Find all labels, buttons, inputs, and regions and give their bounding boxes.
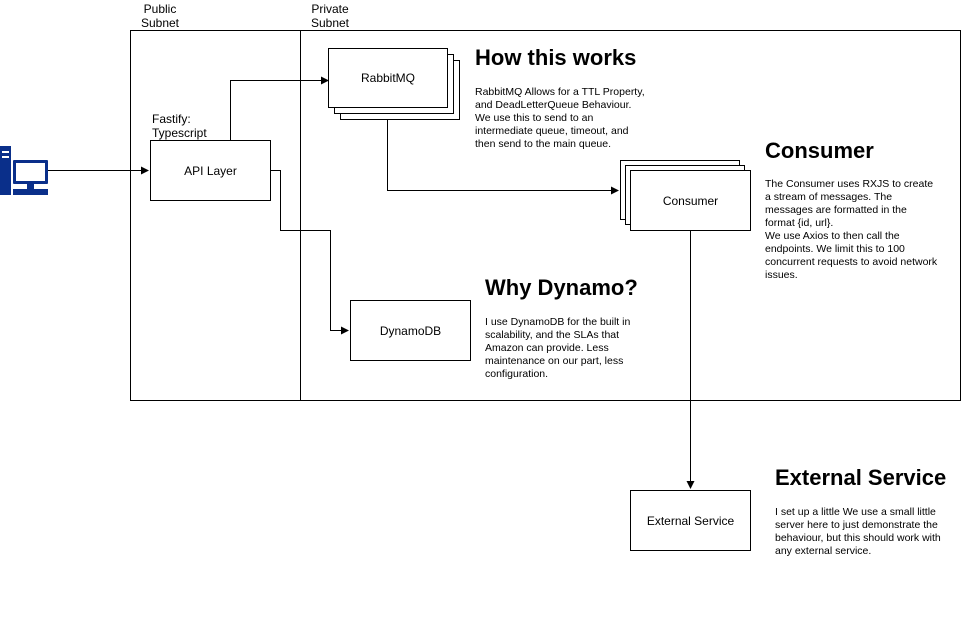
edge-api-to-dynamodb: [270, 170, 349, 335]
consumer-label: Consumer: [662, 193, 719, 208]
external-service-label: External Service: [646, 513, 735, 528]
consumer-node[interactable]: Consumer: [630, 170, 751, 231]
external-service-title: External Service: [775, 465, 947, 490]
why-dynamo-text: I use DynamoDB for the built in scalabil…: [485, 316, 631, 380]
external-service-text: I set up a little We use a small little …: [775, 506, 941, 557]
edge-api-to-rabbitmq: [230, 76, 329, 140]
api-layer-node[interactable]: API Layer: [150, 140, 271, 201]
why-dynamo-title: Why Dynamo?: [485, 275, 638, 300]
desktop-computer-icon: [0, 146, 48, 195]
api-layer-label: API Layer: [184, 163, 237, 178]
how-it-works-title: How this works: [475, 45, 637, 70]
rabbitmq-node[interactable]: RabbitMQ: [328, 48, 448, 108]
rabbitmq-label: RabbitMQ: [360, 71, 416, 85]
dynamodb-label: DynamoDB: [379, 323, 442, 338]
private-subnet-label: Private Subnet: [310, 2, 350, 30]
dynamodb-node[interactable]: DynamoDB: [350, 300, 471, 361]
external-service-node[interactable]: External Service: [630, 490, 751, 551]
consumer-title: Consumer: [765, 138, 874, 163]
how-it-works-text: RabbitMQ Allows for a TTL Property, and …: [475, 86, 645, 150]
api-framework-note: Fastify: Typescript: [152, 112, 207, 140]
consumer-text: The Consumer uses RXJS to create a strea…: [765, 178, 938, 281]
edge-rabbitmq-to-consumer: [387, 108, 619, 195]
public-subnet-label: Public Subnet: [140, 2, 180, 30]
